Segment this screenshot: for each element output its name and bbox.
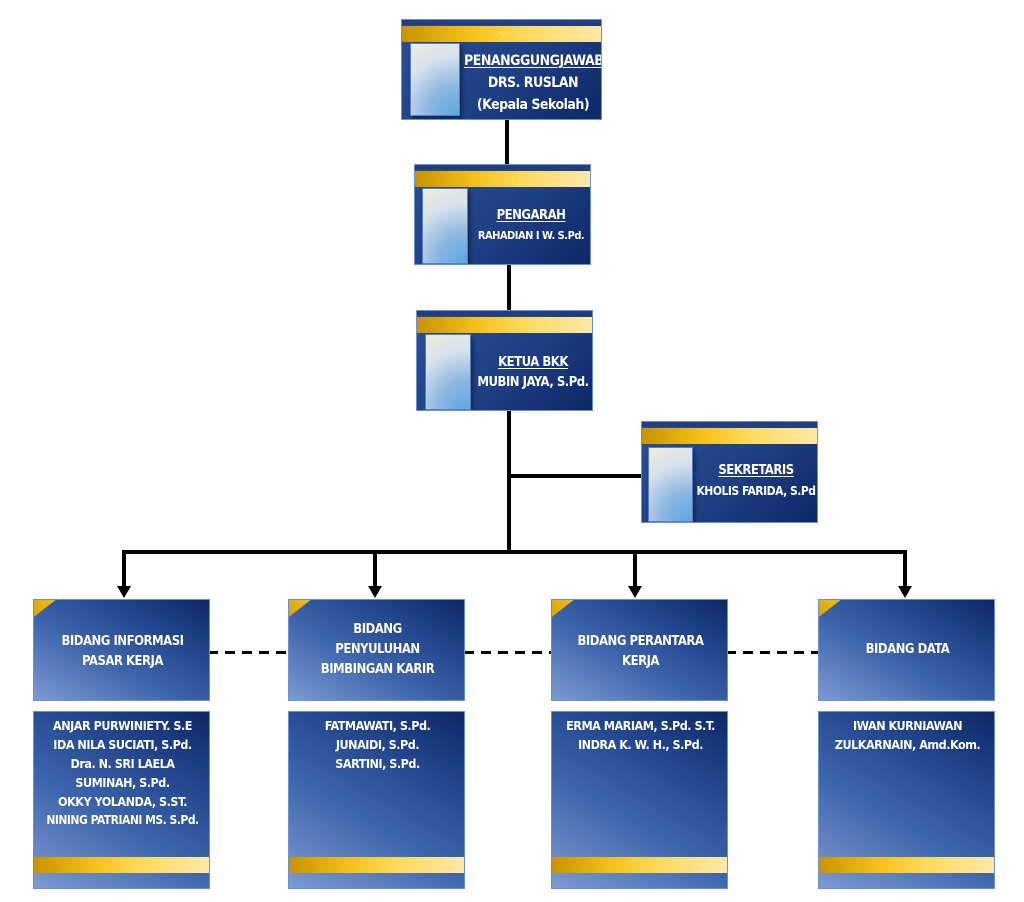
node-name: DRS. RUSLAN bbox=[487, 75, 579, 91]
member-name: FATMAWATI, S.Pd. bbox=[324, 718, 431, 733]
department-informasi-pasar-kerja[interactable]: BIDANG INFORMASI PASAR KERJA bbox=[33, 599, 210, 701]
member-name: IWAN KURNIAWAN bbox=[852, 718, 963, 733]
photo-placeholder bbox=[425, 334, 471, 410]
photo-placeholder bbox=[410, 43, 460, 116]
photo-placeholder bbox=[422, 188, 468, 264]
connector-chair-branch bbox=[507, 410, 511, 552]
node-role: SEKRETARIS bbox=[718, 463, 794, 478]
department-title-line: BIDANG INFORMASI bbox=[61, 634, 184, 649]
member-name: Dra. N. SRI LAELA bbox=[70, 756, 175, 771]
department-title-line: BIDANG PERANTARA bbox=[577, 634, 704, 649]
department-title-line: BIDANG bbox=[353, 622, 402, 637]
department-data[interactable]: BIDANG DATA bbox=[818, 599, 995, 701]
node-name: RAHADIAN I W. S.Pd. bbox=[477, 229, 585, 242]
member-name: JUNAIDI, S.Pd. bbox=[335, 737, 420, 752]
member-name: NINING PATRIANI MS. S.Pd. bbox=[46, 813, 199, 827]
member-name: IDA NILA SUCIATI, S.Pd. bbox=[53, 737, 192, 752]
department-title-line: KERJA bbox=[622, 654, 659, 669]
node-role: PENANGGUNGJAWAB bbox=[464, 53, 602, 69]
node-name: MUBIN JAYA, S.Pd. bbox=[477, 375, 589, 390]
arrow-down-icon bbox=[628, 586, 642, 598]
arrow-down-icon bbox=[117, 586, 131, 598]
gold-band-decoration bbox=[34, 857, 209, 873]
members-perantara-kerja: ERMA MARIAM, S.Pd. S.T. INDRA K. W. H., … bbox=[551, 711, 728, 889]
connector-secretary bbox=[507, 474, 644, 478]
member-name: ANJAR PURWINIETY. S.E bbox=[53, 718, 192, 733]
member-name: ZULKARNAIN, Amd.Kom. bbox=[834, 737, 981, 752]
node-note: (Kepala Sekolah) bbox=[476, 97, 590, 113]
connector-advisor-chair bbox=[507, 264, 511, 312]
members-data: IWAN KURNIAWAN ZULKARNAIN, Amd.Kom. bbox=[818, 711, 995, 889]
connector-dept-1 bbox=[122, 550, 126, 588]
department-title-line: BIDANG DATA bbox=[865, 642, 950, 657]
dashed-link-1-2 bbox=[208, 651, 290, 654]
department-title-line: PASAR KERJA bbox=[82, 654, 163, 669]
star-icon: ★ bbox=[496, 24, 513, 44]
node-name: KHOLIS FARIDA, S.Pd bbox=[696, 484, 816, 498]
gold-band-decoration bbox=[552, 857, 727, 873]
connector-dept-2 bbox=[373, 550, 377, 588]
dashed-link-2-3 bbox=[464, 651, 552, 654]
gold-band-decoration bbox=[289, 857, 464, 873]
member-name: ERMA MARIAM, S.Pd. S.T. bbox=[566, 718, 715, 733]
connector-dept-3 bbox=[633, 550, 637, 588]
members-penyuluhan-bimbingan-karir: FATMAWATI, S.Pd. JUNAIDI, S.Pd. SARTINI,… bbox=[288, 711, 465, 889]
member-name: INDRA K. W. H., S.Pd. bbox=[578, 737, 704, 752]
department-perantara-kerja[interactable]: BIDANG PERANTARA KERJA bbox=[551, 599, 728, 701]
corner-ribbon-decoration bbox=[34, 600, 100, 622]
gold-band-decoration bbox=[819, 857, 994, 873]
department-penyuluhan-bimbingan-karir[interactable]: BIDANG PENYULUHAN BIMBINGAN KARIR bbox=[288, 599, 465, 701]
department-title-line: PENYULUHAN bbox=[335, 642, 420, 657]
connector-dept-4 bbox=[903, 550, 907, 588]
member-name: SUMINAH, S.Pd. bbox=[75, 775, 170, 790]
members-informasi-pasar-kerja: ANJAR PURWINIETY. S.E IDA NILA SUCIATI, … bbox=[33, 711, 210, 889]
connector-departments-bar bbox=[122, 550, 906, 554]
node-sekretaris[interactable]: SEKRETARIS KHOLIS FARIDA, S.Pd bbox=[641, 421, 818, 523]
node-role: KETUA BKK bbox=[498, 355, 568, 370]
connector-head-advisor bbox=[505, 118, 509, 166]
photo-placeholder bbox=[648, 447, 693, 522]
node-role: PENGARAH bbox=[496, 208, 566, 223]
corner-ribbon-decoration bbox=[289, 600, 355, 622]
arrow-down-icon bbox=[898, 586, 912, 598]
node-pengarah[interactable]: PENGARAH RAHADIAN I W. S.Pd. bbox=[414, 164, 591, 265]
corner-ribbon-decoration bbox=[552, 600, 618, 622]
arrow-down-icon bbox=[368, 586, 382, 598]
node-ketua-bkk[interactable]: KETUA BKK MUBIN JAYA, S.Pd. bbox=[416, 310, 593, 411]
member-name: OKKY YOLANDA, S.ST. bbox=[57, 794, 188, 809]
corner-ribbon-decoration bbox=[819, 600, 885, 622]
member-name: SARTINI, S.Pd. bbox=[335, 756, 420, 771]
dashed-link-3-4 bbox=[726, 651, 819, 654]
department-title-line: BIMBINGAN KARIR bbox=[320, 662, 435, 677]
node-penanggungjawab[interactable]: ★ PENANGGUNGJAWAB DRS. RUSLAN (Kepala Se… bbox=[401, 19, 602, 120]
